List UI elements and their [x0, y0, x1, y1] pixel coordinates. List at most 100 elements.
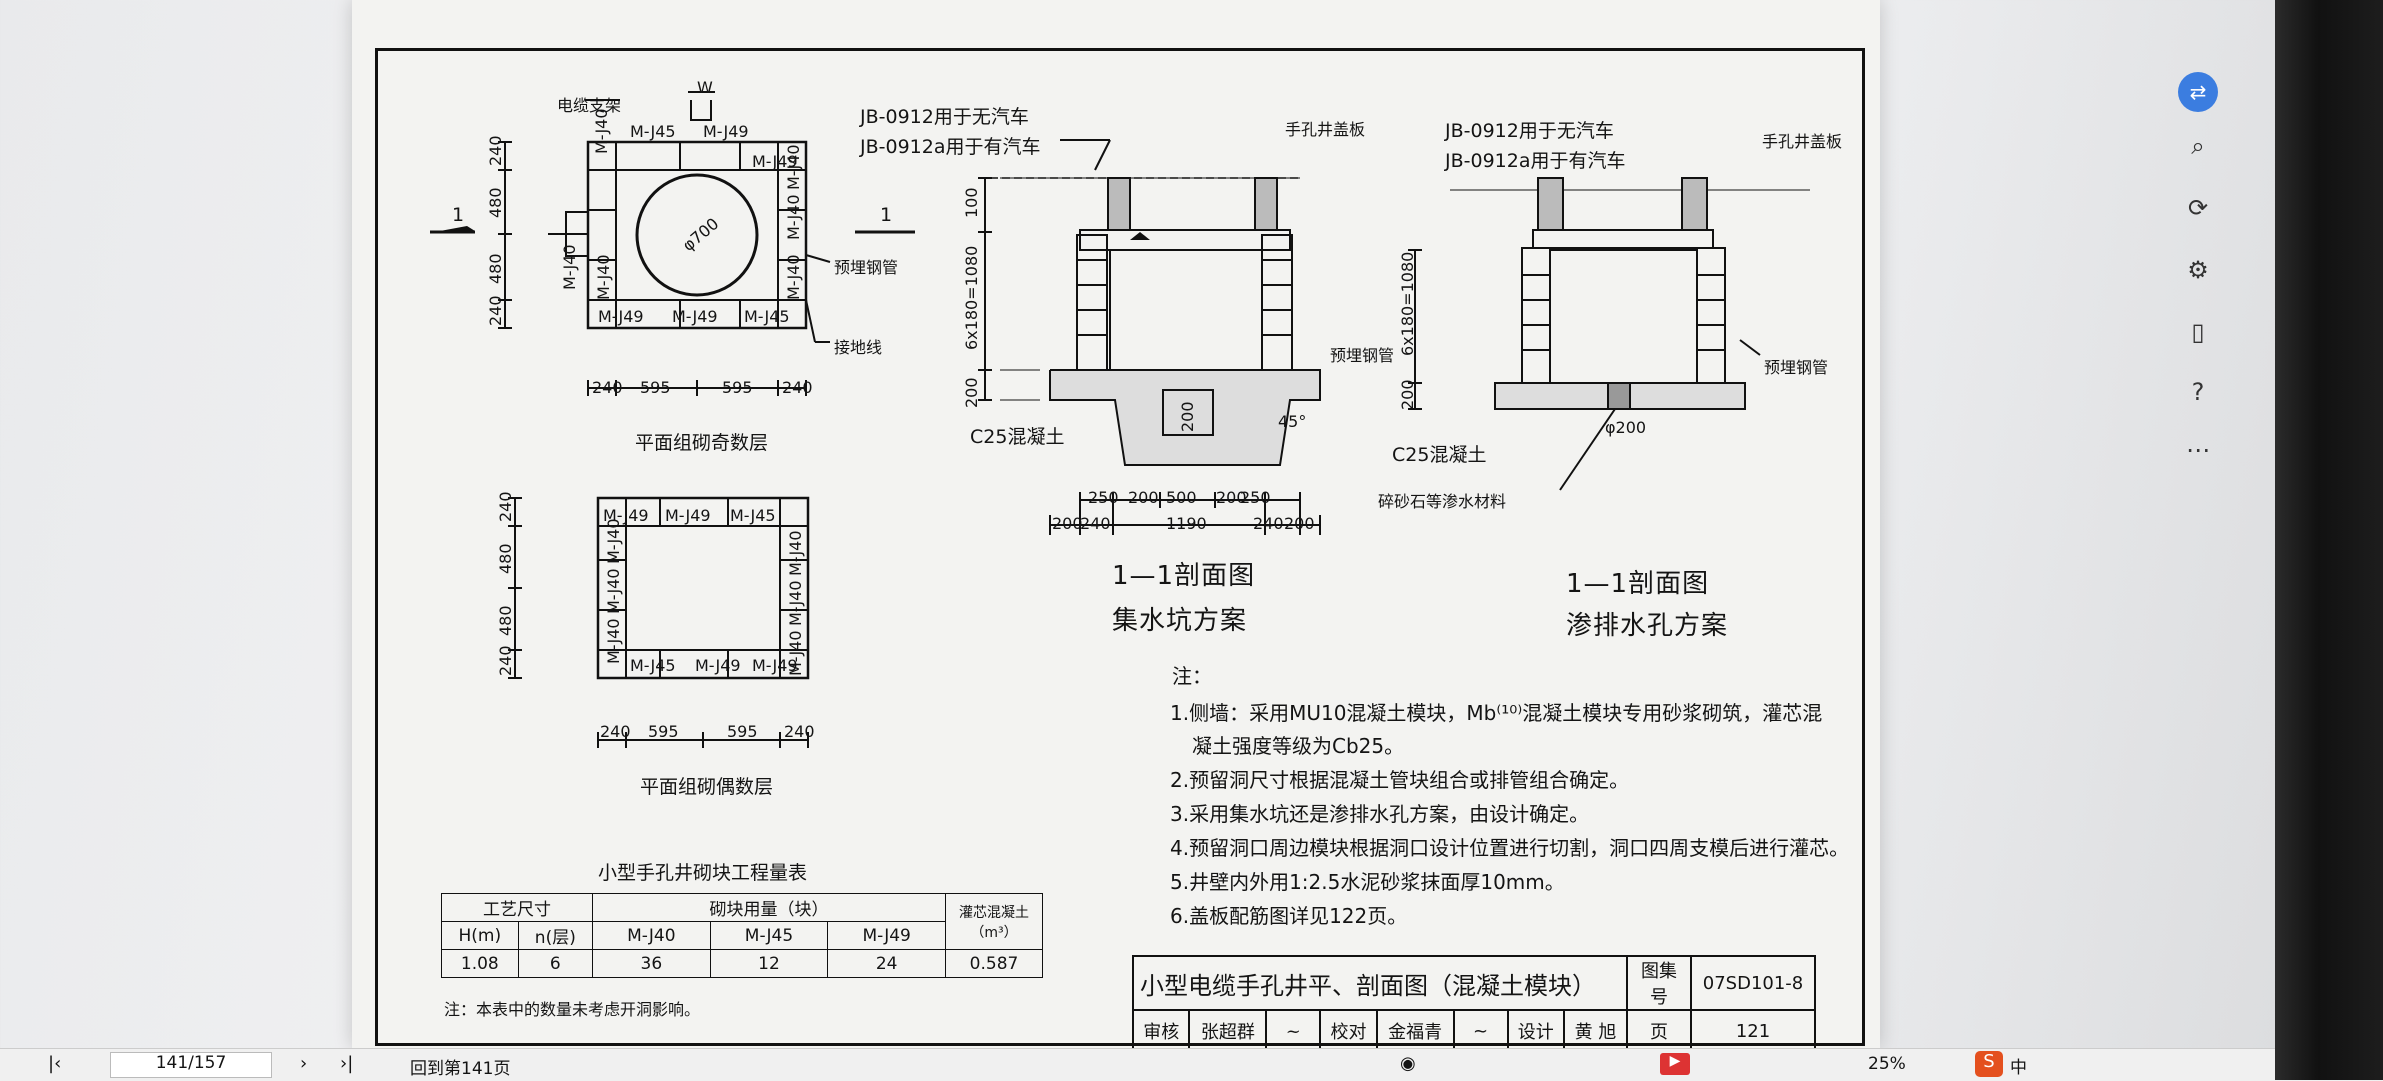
quantity-table: 工艺尺寸 砌块用量（块） 灌芯混凝土（m³） H(m) n(层) M-J40 M…	[441, 893, 1043, 978]
cover-spec-label: JB-0912用于无汽车	[1445, 120, 1614, 142]
dim-v: 480	[496, 605, 515, 636]
table-cell: 24	[827, 949, 946, 978]
dim-v: 100	[962, 187, 981, 218]
cover-spec-label: JB-0912用于无汽车	[860, 106, 1029, 128]
block-label: M-J40	[786, 630, 805, 676]
dim-h: 200	[1128, 488, 1159, 507]
design-label: 设计	[1506, 1009, 1566, 1053]
view-icon[interactable]: ◉	[1400, 1053, 1416, 1074]
block-label: M-J40	[604, 618, 623, 664]
ime-logo-icon: S	[1975, 1051, 2003, 1077]
dim-v: 200	[1178, 401, 1197, 432]
pipe-label: 预埋钢管	[1764, 358, 1829, 377]
page-indicator[interactable]: 141/157	[110, 1052, 272, 1078]
book-icon[interactable]: ▯	[2191, 318, 2205, 346]
dim-h: 250	[1240, 488, 1271, 507]
review-label: 审核	[1131, 1009, 1191, 1053]
ime-language[interactable]: 中	[2010, 1058, 2027, 1078]
block-label: M-J45	[744, 307, 790, 326]
viewer-bottom-bar: |‹ 141/157 › ›| 回到第141页 ◉ ▶ 25% S 中	[0, 1048, 2383, 1081]
table-cell: 1.08	[441, 949, 519, 978]
table-cell: 0.587	[945, 949, 1043, 978]
dim-v: 480	[486, 187, 505, 218]
dim-h: 240	[784, 722, 815, 741]
block-label: M-J49	[598, 307, 644, 326]
dim-v: 240	[496, 645, 515, 676]
table-cell: 12	[709, 949, 829, 978]
table-col-header: H(m)	[441, 921, 519, 950]
table-cell: 36	[592, 949, 711, 978]
zoom-level[interactable]: 25%	[1868, 1054, 1906, 1074]
title-block: 小型电缆手孔井平、剖面图（混凝土模块） 图集号 07SD101-8 审核 张超群…	[1131, 955, 1816, 1053]
dim-h: 200	[1052, 514, 1083, 533]
atlas-number: 07SD101-8	[1690, 955, 1816, 1011]
block-label: M-J40	[784, 144, 803, 190]
dim-v: 6x180=1080	[962, 245, 981, 350]
block-label: M-J40	[592, 108, 611, 154]
table-header: 工艺尺寸	[441, 893, 593, 922]
dim-v: 200	[962, 377, 981, 408]
page-label: 页	[1626, 1009, 1692, 1053]
section-a-subtitle: 集水坑方案	[1112, 606, 1248, 636]
monitor-bezel	[2275, 0, 2383, 1080]
next-page-icon[interactable]: ›	[300, 1053, 308, 1074]
dim-v: 240	[486, 135, 505, 166]
dim-h: 240	[592, 378, 623, 397]
cover-label: 手孔井盖板	[1762, 132, 1843, 151]
more-icon[interactable]: ⋯	[2186, 436, 2210, 464]
search-icon[interactable]: ⌕	[2191, 132, 2205, 160]
table-title: 小型手孔井砌块工程量表	[598, 862, 808, 884]
dim-h: 240	[600, 722, 631, 741]
gravel-label: 碎砂石等渗水材料	[1378, 492, 1507, 511]
table-header: 灌芯混凝土（m³）	[945, 893, 1043, 950]
back-to-page-link[interactable]: 回到第141页	[410, 1059, 511, 1079]
dim-v: 6x180=1080	[1398, 251, 1417, 356]
dim-v: 480	[486, 253, 505, 284]
concrete-label: C25混凝土	[970, 426, 1065, 448]
block-label: M-J40	[604, 518, 623, 564]
reviewer-name: 张超群	[1188, 1009, 1268, 1053]
ground-label: 接地线	[834, 338, 883, 357]
note-item: 3.采用集水坑还是渗排水孔方案，由设计确定。	[1170, 802, 1590, 826]
help-icon[interactable]: ?	[2191, 378, 2205, 406]
table-col-header: M-J45	[709, 921, 829, 950]
review-signature: ~	[1265, 1009, 1322, 1053]
block-label: M-J40	[604, 568, 623, 614]
dim-h: 1190	[1166, 514, 1207, 533]
cover-spec-label: JB-0912a用于有汽车	[1445, 150, 1626, 172]
block-label: M-J49	[752, 656, 798, 675]
adjust-icon[interactable]: ⚙	[2187, 256, 2209, 284]
play-icon[interactable]: ▶	[1660, 1053, 1690, 1075]
block-label: M-J45	[730, 506, 776, 525]
block-label: M-J45	[630, 122, 676, 141]
block-label: M-J40	[784, 194, 803, 240]
block-label: M-J49	[752, 152, 798, 171]
block-label: M-J40	[784, 254, 803, 300]
dim-v: 200	[1398, 379, 1417, 410]
drain-label: φ200	[1605, 418, 1647, 437]
first-page-icon[interactable]: |‹	[48, 1053, 62, 1074]
note-item: 6.盖板配筋图详见122页。	[1170, 904, 1408, 928]
dim-h: 595	[722, 378, 753, 397]
table-col-header: M-J40	[592, 921, 711, 950]
note-item: 2.预留洞尺寸根据混凝土管块组合或排管组合确定。	[1170, 768, 1630, 792]
check-signature: ~	[1452, 1009, 1509, 1053]
dim-h: 240	[782, 378, 813, 397]
dim-h: 200	[1284, 514, 1315, 533]
translate-icon[interactable]: ⇄	[2178, 72, 2218, 112]
table-col-header: n(层)	[517, 921, 594, 950]
plan-odd-title: 平面组砌奇数层	[635, 432, 769, 454]
viewer-sidebar: ⇄ ⌕ ⟳ ⚙ ▯ ? ⋯	[2160, 60, 2240, 480]
cover-label: 手孔井盖板	[1285, 120, 1366, 139]
dim-h: 200	[1216, 488, 1247, 507]
dim-v: 480	[496, 543, 515, 574]
cable-bracket-label: 电缆支架	[557, 96, 622, 115]
dim-v: 240	[486, 295, 505, 326]
atlas-label: 图集号	[1626, 955, 1692, 1011]
width-label: W	[697, 78, 713, 97]
last-page-icon[interactable]: ›|	[340, 1053, 354, 1074]
rotate-icon[interactable]: ⟳	[2187, 194, 2209, 222]
note-item: 凝土强度等级为Cb25。	[1192, 734, 1405, 758]
page-number: 121	[1690, 1009, 1816, 1053]
